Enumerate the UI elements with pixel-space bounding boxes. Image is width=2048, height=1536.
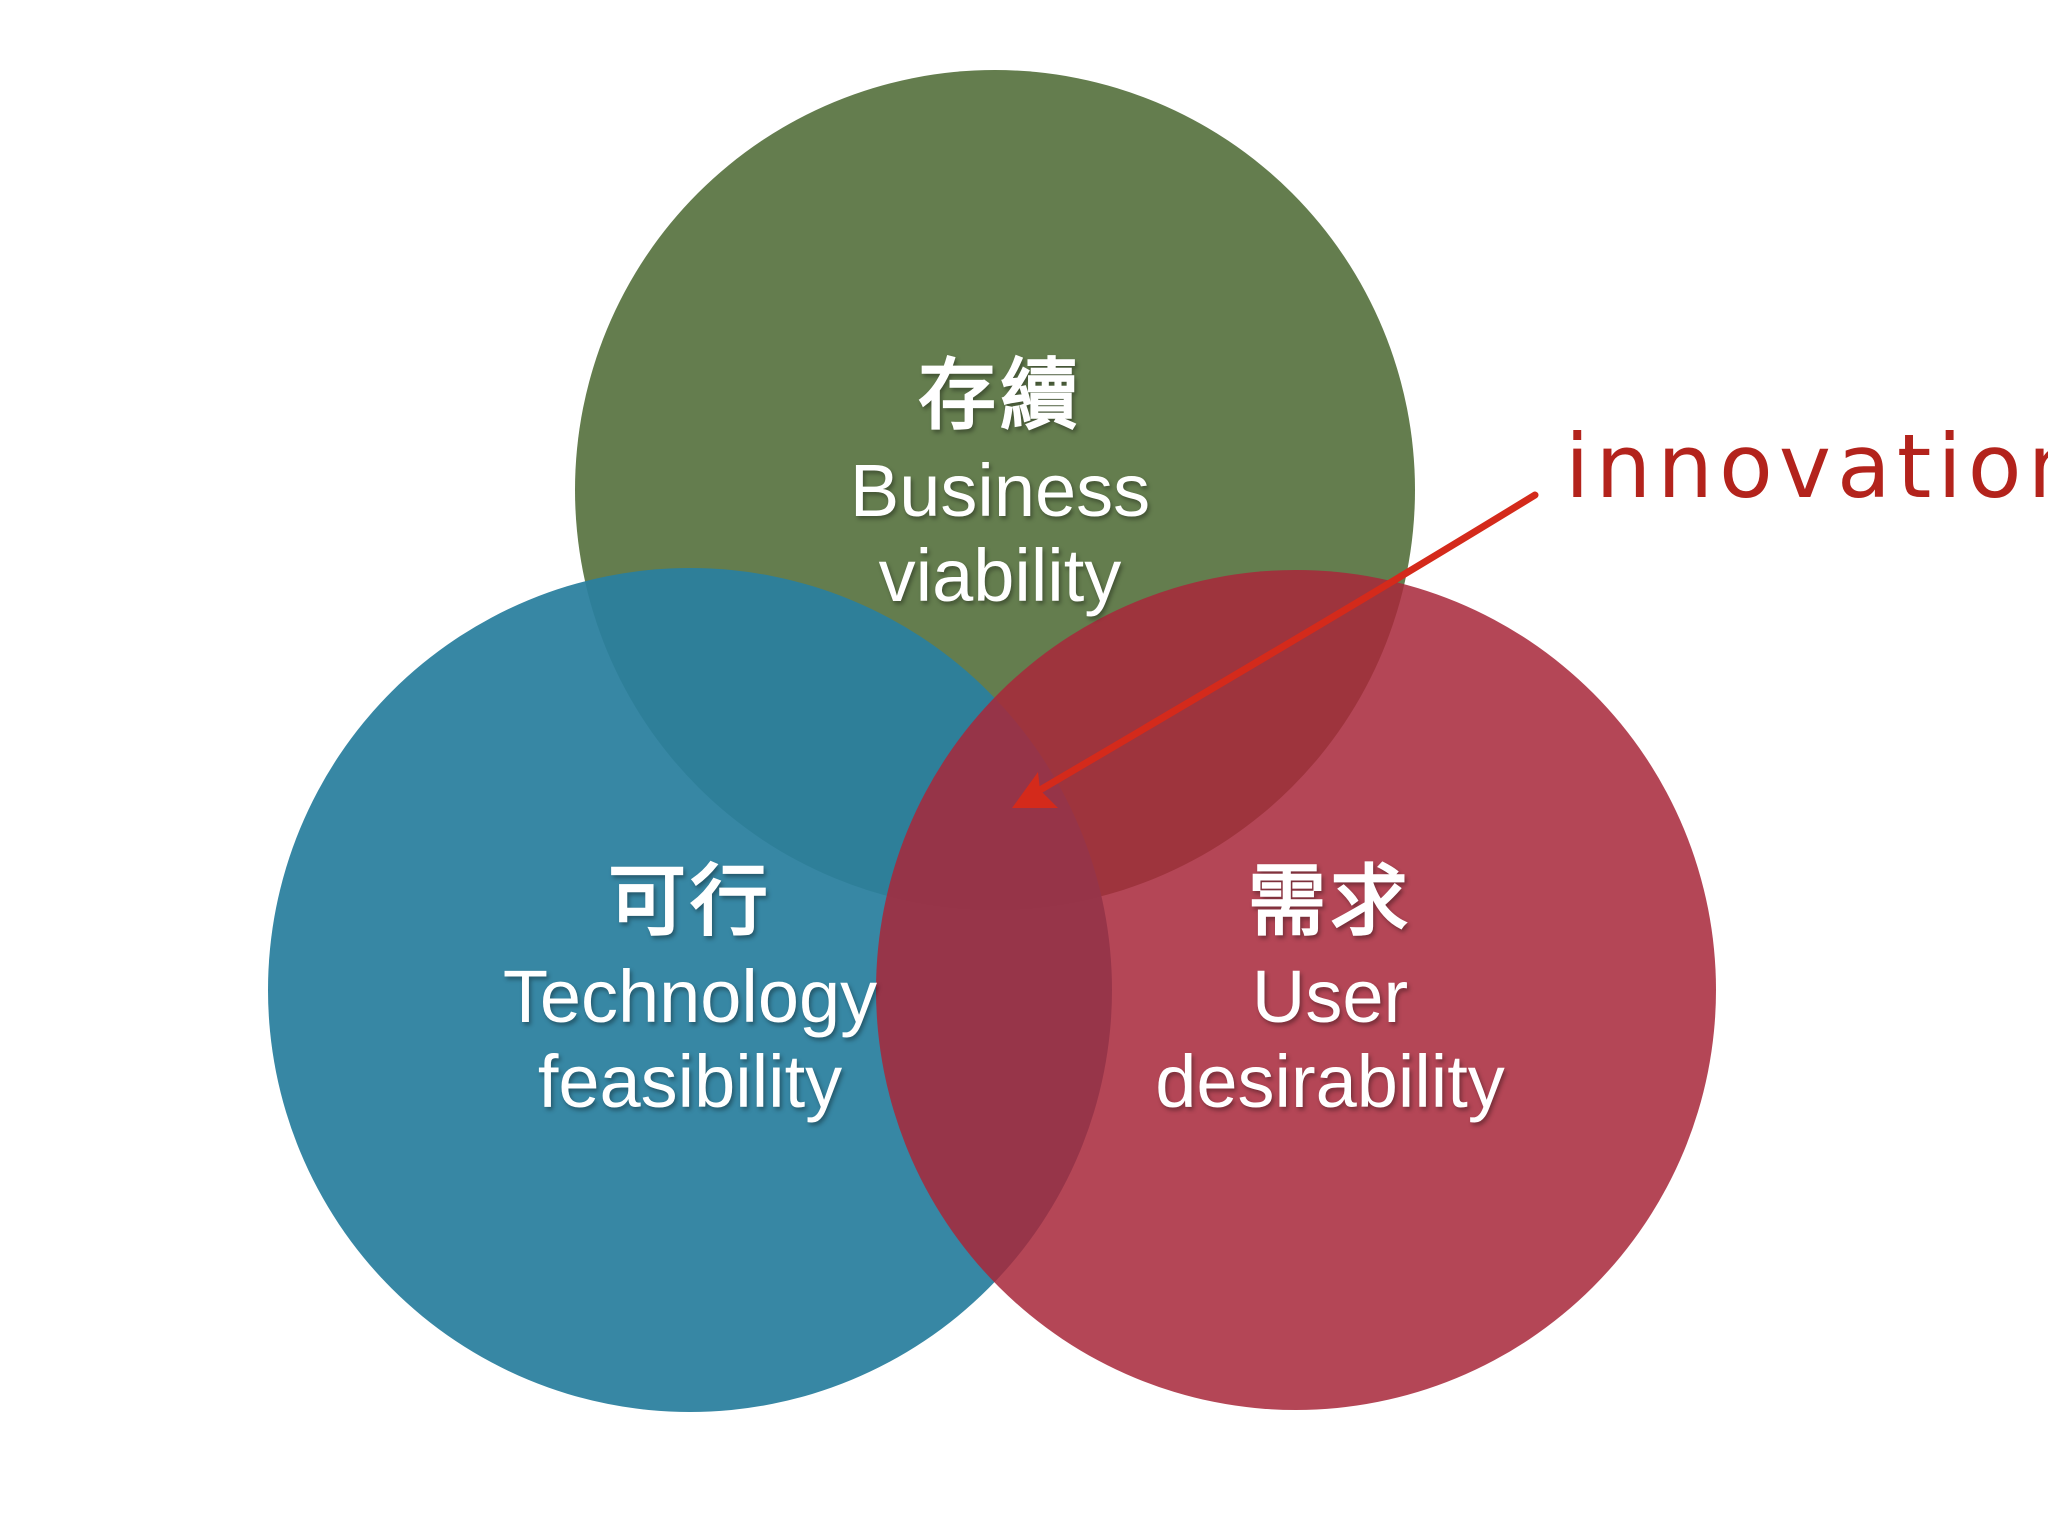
business-line2: viability xyxy=(878,533,1122,617)
innovation-arrow-head xyxy=(1012,772,1058,808)
technology-cjk-title: 可行 xyxy=(607,857,772,947)
technology-line1: Technology xyxy=(502,954,878,1038)
label-technology-feasibility: 可行 Technology feasibility xyxy=(440,857,940,1124)
innovation-arrow xyxy=(1036,491,1539,794)
label-user-desirability: 需求 User desirability xyxy=(1080,857,1580,1124)
user-line2: desirability xyxy=(1155,1039,1505,1123)
circle-technology-feasibility xyxy=(268,568,1112,1412)
technology-line2: feasibility xyxy=(537,1039,843,1123)
user-cjk-title: 需求 xyxy=(1247,857,1412,947)
business-line1: Business xyxy=(849,448,1151,532)
circle-user-desirability xyxy=(876,570,1716,1410)
innovation-annotation: innovation xyxy=(1565,415,2048,518)
label-business-viability: 存續 Business viability xyxy=(800,351,1200,618)
business-cjk-title: 存續 xyxy=(917,351,1082,441)
user-line1: User xyxy=(1251,954,1409,1038)
